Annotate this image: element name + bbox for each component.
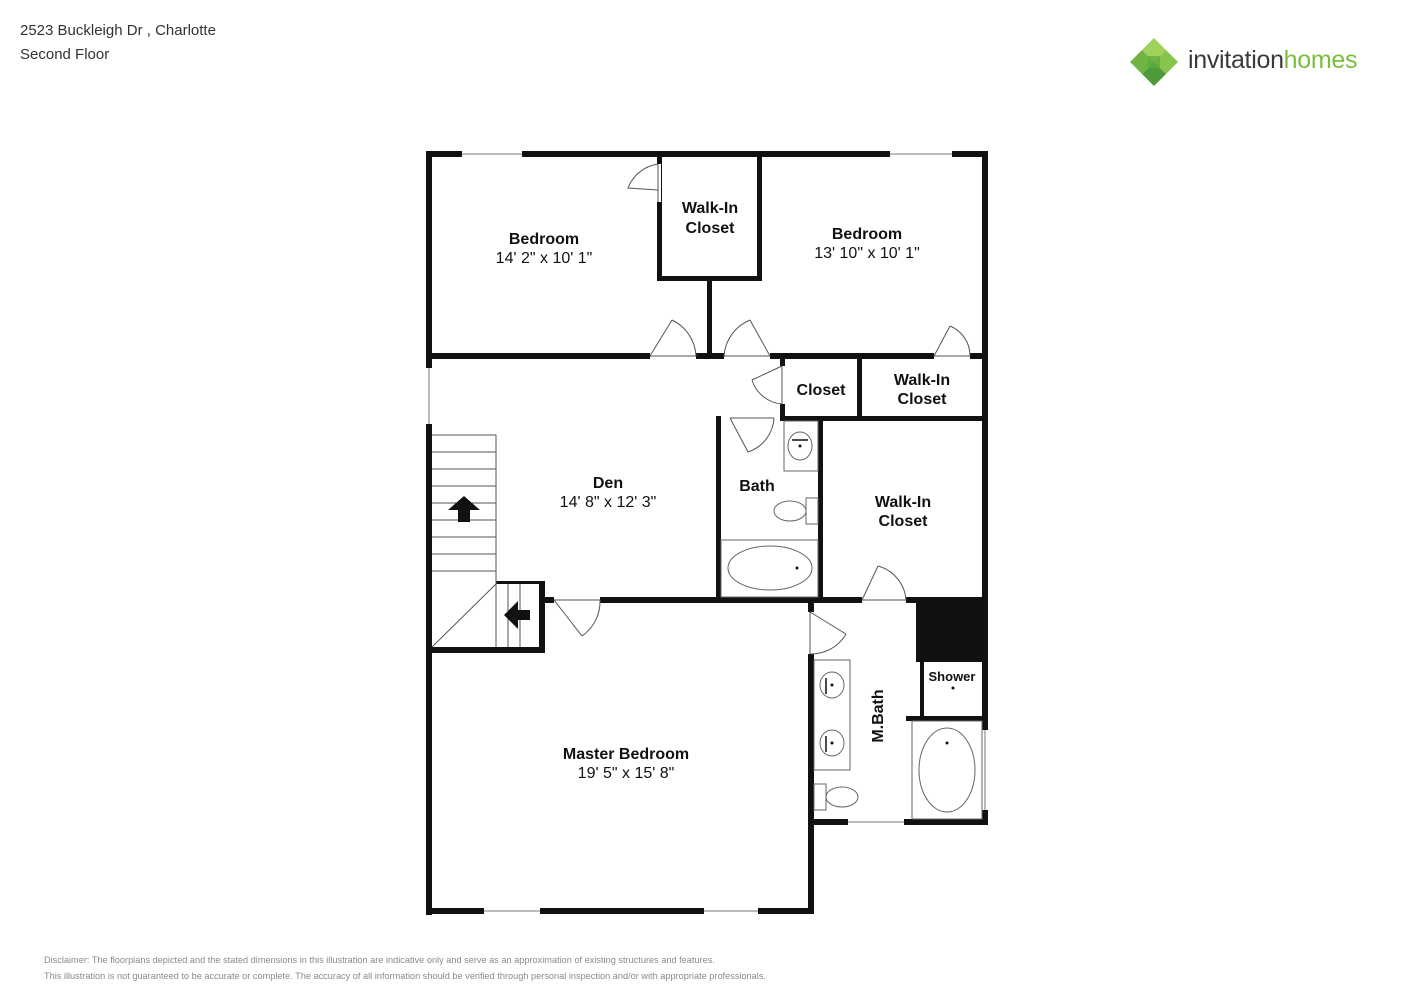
shower-label: Shower — [929, 669, 976, 684]
stair-arrow-up-icon — [448, 496, 480, 522]
walkin-mid-label-2: Closet — [879, 513, 929, 530]
floor-label: Second Floor — [20, 46, 110, 63]
walkin-small-label-2: Closet — [898, 391, 948, 408]
disclaimer-line-1: Disclaimer: The floorplans depicted and … — [44, 955, 715, 965]
bedroom-left-dims: 14' 2" x 10' 1" — [496, 250, 593, 267]
walls — [426, 151, 988, 915]
walkin-small-label-1: Walk-In — [894, 372, 950, 389]
invitation-homes-logo: invitationhomes — [1128, 36, 1388, 90]
logo-word-invitation: invitation — [1188, 46, 1284, 74]
den-name: Den — [593, 475, 623, 492]
logo-mark-icon — [1130, 38, 1178, 86]
address-label: 2523 Buckleigh Dr , Charlotte — [20, 22, 216, 39]
doors — [553, 163, 971, 655]
bedroom-right-dims: 13' 10" x 10' 1" — [814, 245, 920, 262]
closet-label: Closet — [797, 382, 847, 399]
bedroom-left-name: Bedroom — [509, 231, 579, 248]
bath-label: Bath — [739, 478, 775, 495]
walkin-mid-label-1: Walk-In — [875, 494, 931, 511]
master-bedroom-name: Master Bedroom — [563, 746, 689, 763]
stair-arrow-left-icon — [504, 601, 530, 629]
disclaimer-line-2: This illustration is not guaranteed to b… — [44, 971, 766, 981]
walkin-top-label-2: Closet — [686, 220, 736, 237]
bath-fixtures — [720, 420, 983, 820]
logo-wordmark: invitationhomes — [1188, 46, 1358, 75]
mbath-label: M.Bath — [870, 689, 887, 742]
den-dims: 14' 8" x 12' 3" — [560, 494, 657, 511]
walkin-top-label-1: Walk-In — [682, 200, 738, 217]
master-bedroom-dims: 19' 5" x 15' 8" — [578, 765, 675, 782]
logo-word-homes: homes — [1283, 46, 1358, 74]
faucet-icons — [792, 439, 955, 752]
bedroom-right-name: Bedroom — [832, 226, 902, 243]
windows — [426, 151, 988, 914]
stairs — [431, 434, 521, 648]
